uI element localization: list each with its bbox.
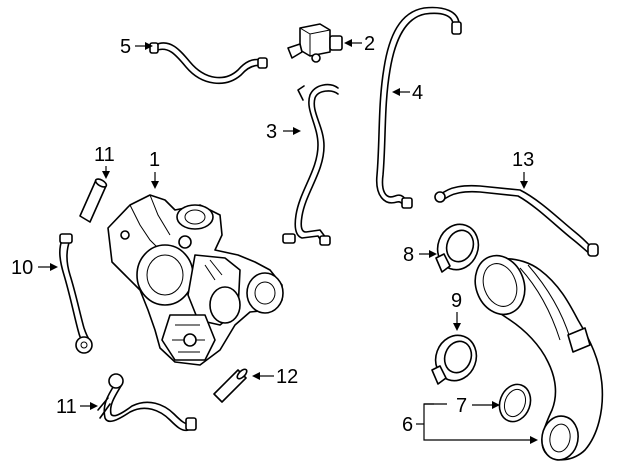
part-3-vacuum-hose [282,83,339,246]
callout-12-top: 11 [94,144,115,166]
part-11-oil-return-line [97,373,197,432]
part-5-vacuum-hose [149,42,268,85]
part-2-solenoid-valve [287,23,343,63]
part-12-short-pipe-bottom [213,368,248,403]
part-7-o-ring [498,383,532,423]
part-8-clamp [435,223,480,273]
callout-12-bottom: 12 [276,366,298,388]
callout-10: 10 [11,257,33,279]
part-4-vacuum-line [375,6,462,209]
callout-8: 8 [403,244,414,266]
part-6-intake-pipe [474,254,604,461]
callout-3: 3 [266,121,277,143]
callout-9: 9 [451,290,462,312]
callout-5: 5 [120,36,131,58]
part-13-vacuum-line [434,184,599,257]
callout-2: 2 [364,33,375,55]
callout-4: 4 [412,82,423,104]
part-12-short-pipe-top [79,178,108,223]
callout-7: 7 [456,395,467,417]
part-10-oil-line [59,233,93,354]
part-1-turbocharger [107,194,284,366]
callout-labels: 5 2 4 3 1 11 13 10 8 9 12 11 7 6 [11,33,534,436]
callout-11: 11 [56,396,77,418]
part-9-clamp [431,334,478,385]
callout-leaders [38,39,538,444]
callout-6: 6 [402,414,413,436]
callout-1: 1 [149,149,160,171]
callout-13: 13 [512,149,534,171]
